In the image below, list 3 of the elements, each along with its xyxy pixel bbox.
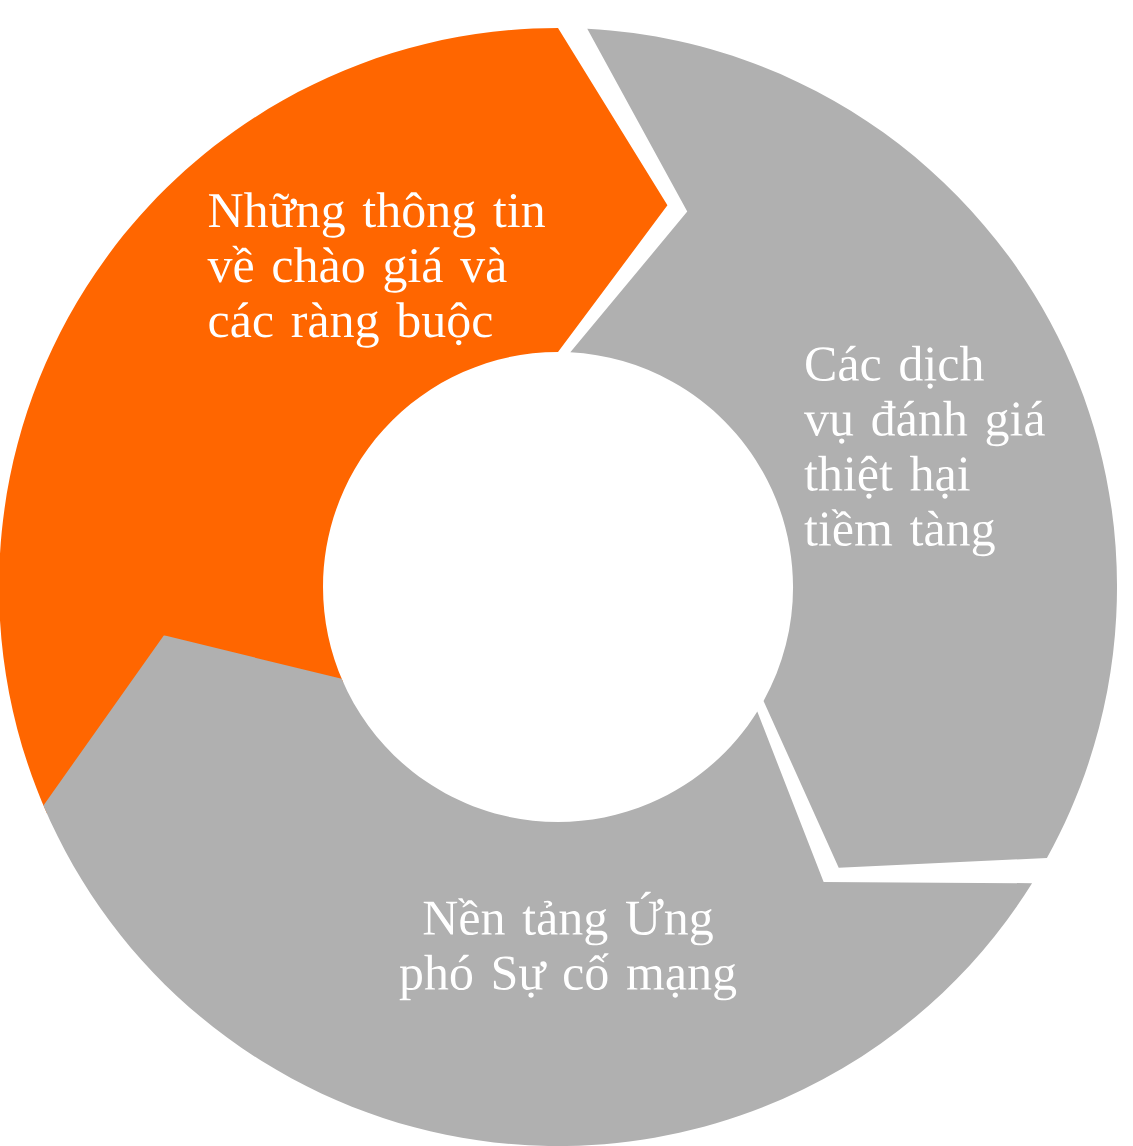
ring-segment: Nền tảng Ứng phó Sự cố mạng [43, 635, 1033, 1146]
ring-segment: Các dịch vụ đánh giá thiệt hại tiềm tàng [570, 28, 1117, 868]
ring-segment: Những thông tin về chào giá và các ràng buộc [0, 28, 668, 815]
